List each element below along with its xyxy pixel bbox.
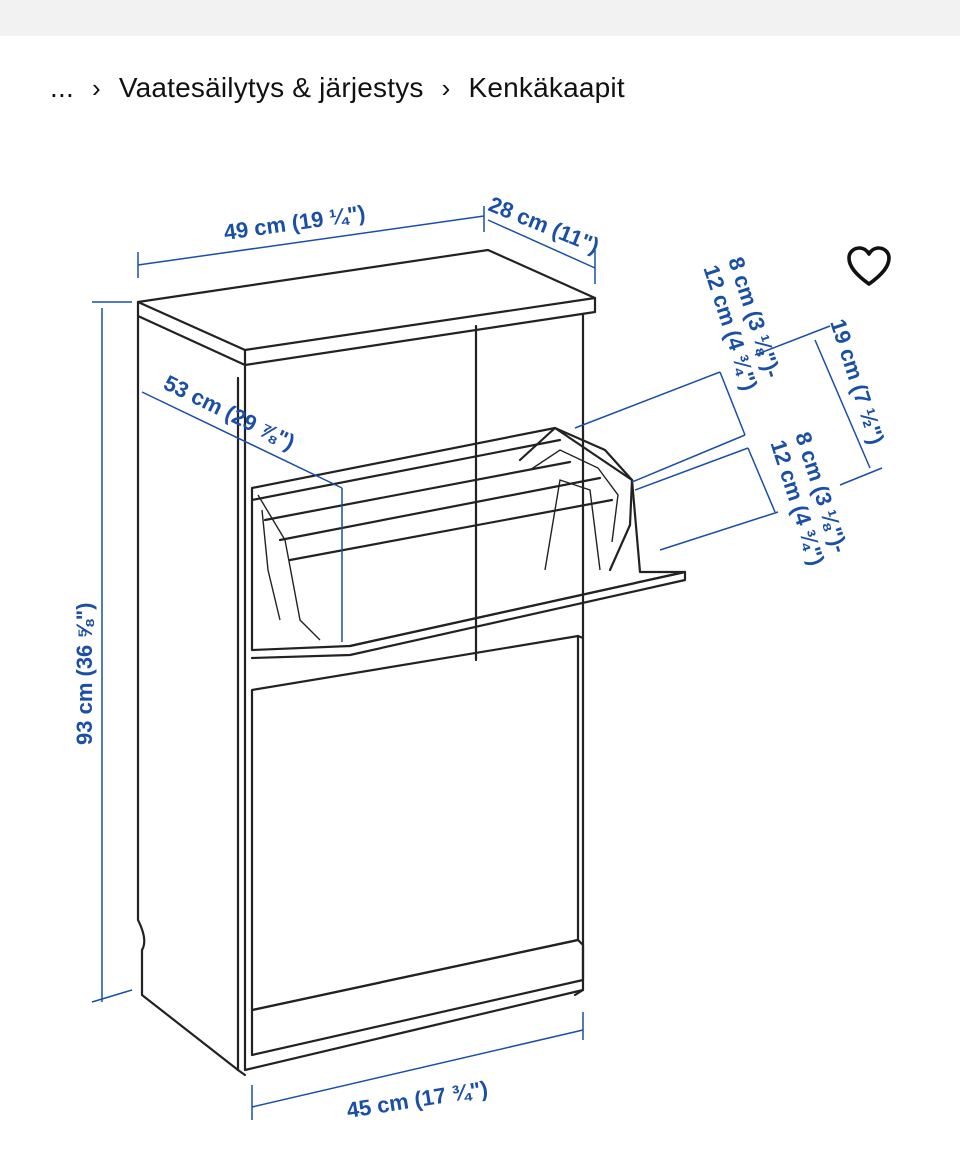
breadcrumb-item-shoe-cabinets[interactable]: Kenkäkaapit — [468, 72, 625, 103]
dimension-height-label: 93 cm (36 ⅝") — [72, 602, 97, 745]
dimension-open-depth-label: 53 cm (29 ⅞") — [160, 370, 299, 455]
heart-outline-icon — [847, 246, 891, 286]
breadcrumb-ellipsis[interactable]: ... — [50, 72, 74, 103]
dimension-width-label: 49 cm (19 ¼") — [222, 200, 367, 245]
cabinet-illustration — [136, 248, 687, 1077]
product-dimension-drawing: 49 cm (19 ¼") 28 cm (11") 93 cm (36 ⅝") … — [72, 191, 889, 1123]
breadcrumb-item-clothes-storage[interactable]: Vaatesäilytys & järjestys — [118, 72, 424, 103]
dimension-shelf-gap-upper-label: 8 cm (3 ⅛")-12 cm (4 ¾") — [699, 254, 788, 394]
dimension-compartment-height-label: 19 cm (7 ½") — [825, 316, 889, 448]
favorite-button[interactable] — [845, 244, 893, 288]
dimension-depth-label: 28 cm (11") — [485, 191, 603, 258]
top-bar — [0, 0, 960, 36]
breadcrumb: ... › Vaatesäilytys & järjestys › Kenkäk… — [50, 68, 625, 108]
dimension-shelf-gap-lower-label: 8 cm (3 ⅛")-12 cm (4 ¾") — [766, 429, 855, 569]
breadcrumb-separator: › — [441, 72, 451, 103]
dimension-base-width-label: 45 cm (17 ¾") — [345, 1076, 490, 1123]
dimension-lines — [91, 206, 883, 1120]
breadcrumb-separator: › — [91, 72, 101, 103]
